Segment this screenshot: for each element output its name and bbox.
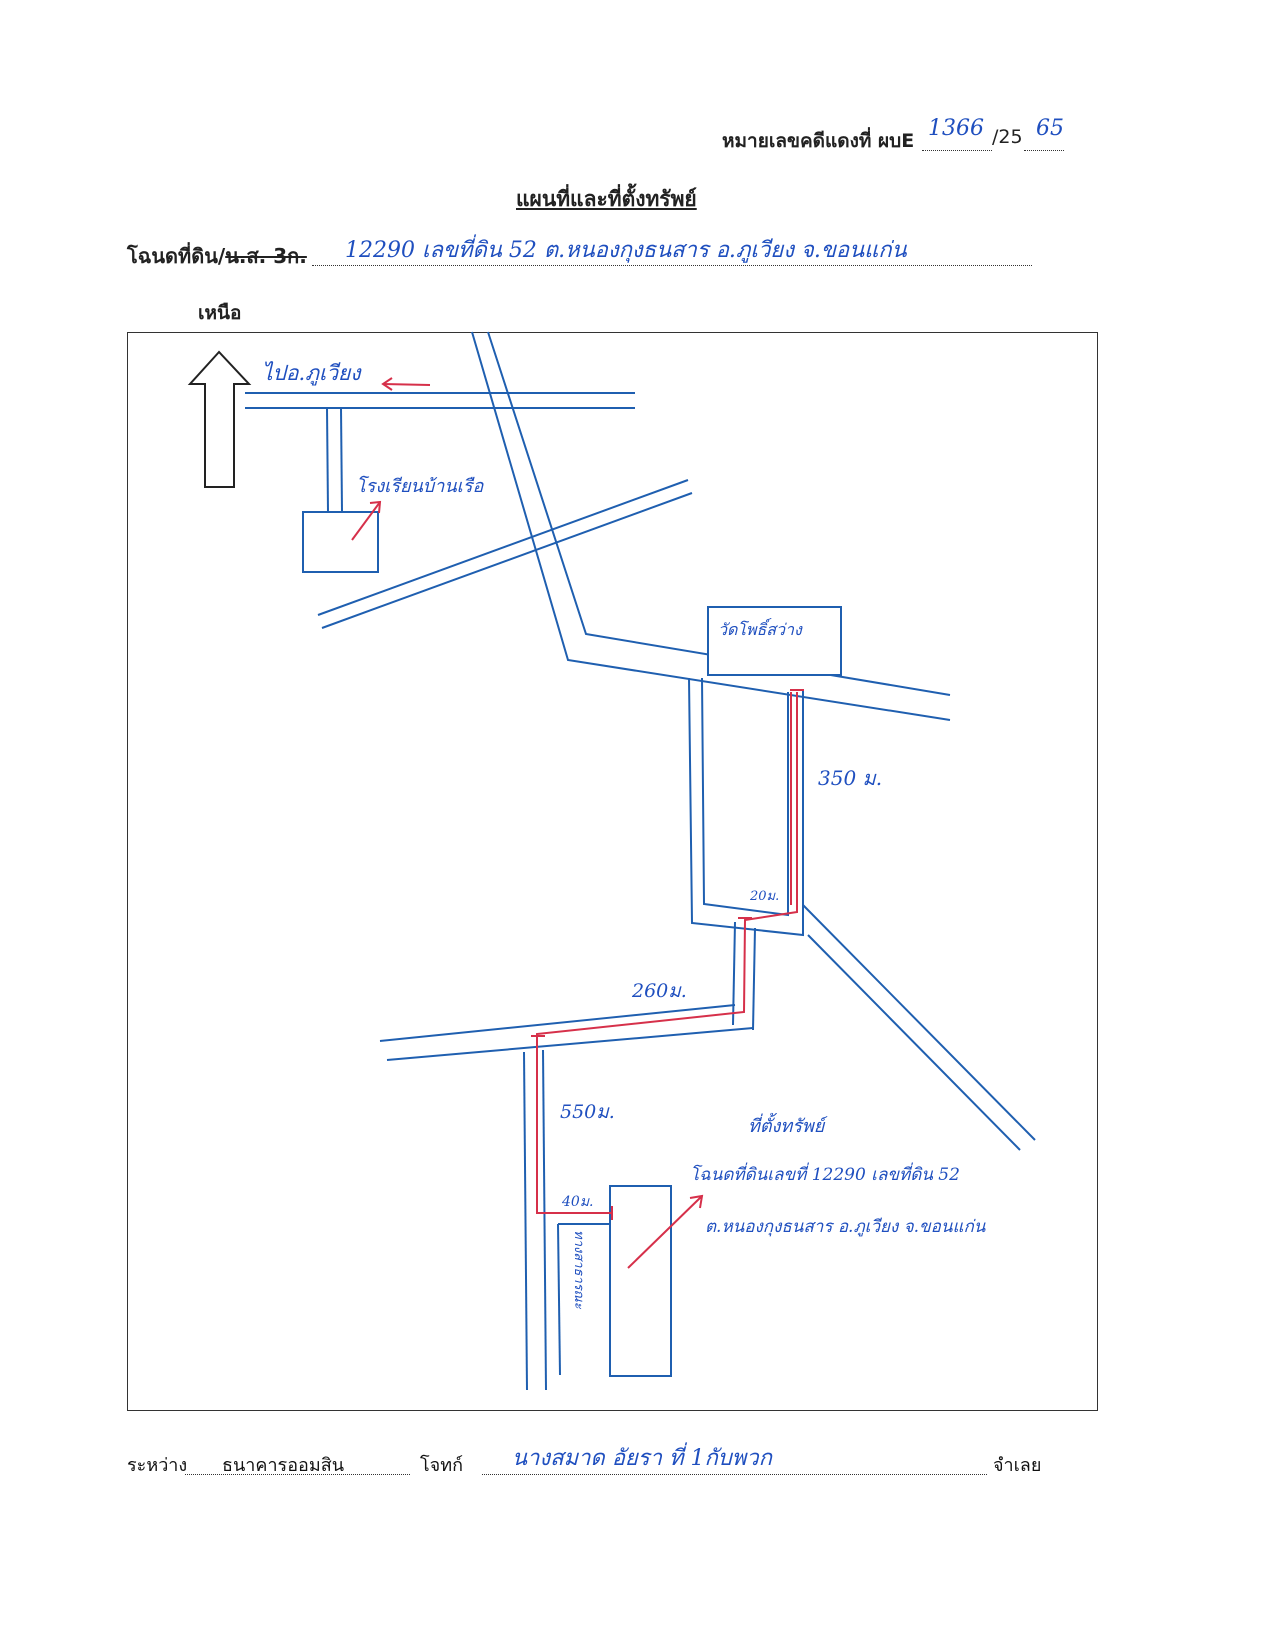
label-20: 20ม.	[749, 889, 779, 904]
property-lot	[609, 1185, 672, 1377]
road-to-property	[523, 1049, 561, 1391]
label-property-line2: ต.หนองกุงธนสาร อ.ภูเวียง จ.ขอนแก่น	[705, 1217, 986, 1237]
north-label: เหนือ	[198, 302, 242, 324]
label-lot: ทางสาธารณะ	[571, 1230, 586, 1310]
case-year: 65	[1036, 116, 1064, 141]
defendant-label: จำเลย	[993, 1455, 1042, 1476]
plaintiff-label: โจทก์	[420, 1455, 463, 1476]
label-property-line1: โฉนดที่ดินเลขที่ 12290 เลขที่ดิน 52	[690, 1162, 960, 1185]
property-pointer	[627, 1194, 704, 1269]
plaintiff-line	[185, 1474, 410, 1475]
deed-label-prefix: โฉนดที่ดิน/	[127, 244, 226, 268]
case-separator: /25	[992, 126, 1023, 148]
road-diagonal-lower	[802, 904, 1036, 1151]
road-lower	[379, 1004, 754, 1061]
school-pointer	[351, 500, 382, 541]
case-year-line	[1024, 150, 1064, 151]
district-pointer	[381, 377, 431, 391]
road-to-district	[245, 392, 635, 409]
road-connector	[732, 921, 756, 1031]
deed-label: โฉนดที่ดิน/น.ส. 3ก.	[127, 240, 307, 272]
page-title: แผนที่และที่ตั้งทรัพย์	[516, 187, 697, 211]
label-to-district: ไปอ.ภูเวียง	[262, 361, 362, 386]
road-loop	[688, 677, 804, 937]
north-arrow-icon	[187, 350, 252, 488]
case-number-line	[922, 150, 992, 151]
case-label: หมายเลขคดีแดงที่ ผบE	[722, 130, 915, 152]
label-school: โรงเรียนบ้านเรือ	[356, 475, 484, 497]
map-frame	[127, 332, 1098, 1411]
deed-value: 12290 เลขที่ดิน 52 ต.หนองกุงธนสาร อ.ภูเว…	[345, 238, 907, 263]
deed-line	[312, 265, 1032, 266]
case-number: 1366	[928, 116, 984, 141]
route-path	[531, 689, 804, 1220]
school-building	[302, 511, 379, 573]
label-40: 40ม.	[561, 1194, 594, 1210]
label-260: 260ม.	[631, 980, 687, 1002]
defendant-value: นางสมาด อัยรา ที่ 1กับพวก	[512, 1446, 772, 1471]
road-to-school	[326, 407, 343, 513]
label-property-title: ที่ตั้งทรัพย์	[748, 1112, 828, 1137]
label-temple: วัดโพธิ์สว่าง	[718, 618, 803, 639]
between-label: ระหว่าง	[127, 1455, 188, 1476]
label-550: 550ม.	[560, 1101, 615, 1123]
label-350: 350 ม.	[818, 766, 882, 790]
defendant-line	[482, 1474, 987, 1475]
road-diagonal	[317, 479, 693, 629]
plaintiff-value: ธนาคารออมสิน	[222, 1455, 344, 1476]
deed-label-struck: น.ส. 3ก.	[225, 244, 307, 268]
temple-building	[707, 606, 842, 676]
